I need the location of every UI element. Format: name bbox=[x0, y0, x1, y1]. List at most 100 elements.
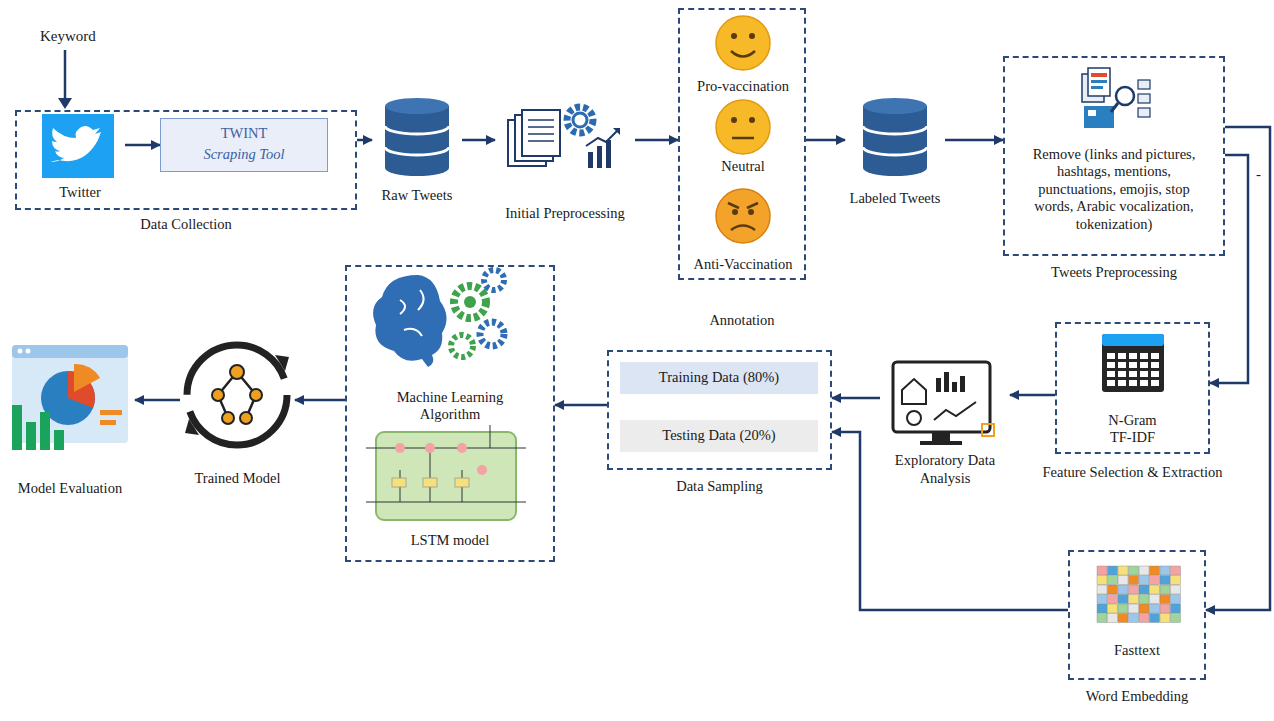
smiley-angry bbox=[748, 209, 754, 215]
trained-model-icon bbox=[212, 389, 224, 401]
monitor-icon bbox=[936, 378, 941, 392]
embedding-grid bbox=[1097, 566, 1107, 575]
document-icon bbox=[1088, 110, 1096, 116]
lstm-cell bbox=[477, 465, 487, 475]
lstm-cell bbox=[425, 443, 435, 453]
monitor-icon bbox=[893, 362, 994, 445]
smiley-angry bbox=[731, 226, 755, 231]
monitor-icon bbox=[960, 376, 965, 392]
preprocessing-icon bbox=[586, 130, 618, 146]
flow-arrow bbox=[832, 397, 880, 400]
preprocessing-icon bbox=[597, 146, 602, 168]
trained-model-icon bbox=[250, 389, 262, 401]
evaluation-icon bbox=[18, 349, 23, 354]
preprocessing-icon bbox=[567, 107, 593, 133]
embedding-grid bbox=[1108, 566, 1118, 575]
flow-arrow bbox=[462, 139, 495, 142]
lstm-cell bbox=[457, 443, 467, 453]
embedding-grid bbox=[1150, 576, 1160, 585]
monitor-icon bbox=[934, 402, 976, 420]
split-band: Training Data (80%) bbox=[620, 362, 818, 394]
embedding-grid bbox=[1097, 604, 1107, 613]
brain-icon bbox=[373, 275, 446, 367]
process-node: Initial Preprocessing bbox=[495, 95, 635, 225]
embedding-grid bbox=[1171, 614, 1181, 623]
twitter-icon bbox=[42, 114, 114, 178]
document-icon bbox=[1116, 87, 1134, 105]
monitor-icon bbox=[944, 372, 949, 392]
smiley-happy bbox=[716, 16, 770, 70]
split-band: Testing Data (20%) bbox=[620, 420, 818, 452]
feature-box: N-Gram TF-IDFFeature Selection & Extract… bbox=[1055, 322, 1210, 454]
embedding-grid bbox=[1139, 585, 1149, 594]
document-icon bbox=[1138, 94, 1150, 103]
embedding-grid bbox=[1139, 614, 1149, 623]
smiley-neutral bbox=[749, 117, 755, 123]
node-label: Exploratory Data Analysis bbox=[880, 452, 1010, 487]
twitter-icon bbox=[50, 126, 101, 162]
monitor-icon bbox=[920, 441, 962, 445]
illustration bbox=[863, 98, 927, 176]
evaluation-icon bbox=[54, 430, 64, 450]
embedding-grid bbox=[1150, 566, 1160, 575]
embedding-grid bbox=[1160, 566, 1170, 575]
flow-arrow bbox=[555, 404, 607, 407]
collection-group: Data CollectionTwitterTWINTScraping Tool bbox=[15, 110, 357, 210]
smiley-neutral bbox=[731, 117, 737, 123]
node-label: Machine Learning Algorithm bbox=[367, 389, 533, 424]
embedding-grid bbox=[1108, 585, 1118, 594]
trained-model-icon bbox=[222, 412, 234, 424]
node-label: Fasttext bbox=[1070, 642, 1204, 659]
analysis-node: Exploratory Data Analysis bbox=[880, 355, 1010, 490]
lstm-cell bbox=[455, 478, 469, 487]
smiley-neutral bbox=[732, 137, 754, 140]
model-group: Machine Learning AlgorithmLSTM model bbox=[345, 265, 555, 562]
node-label: Model Evaluation bbox=[5, 480, 135, 497]
node-label: Trained Model bbox=[180, 470, 295, 487]
node-label: N-Gram TF-IDF bbox=[1097, 412, 1168, 447]
embedding-grid bbox=[1150, 595, 1160, 604]
embedding-grid bbox=[1108, 595, 1118, 604]
embedding-grid bbox=[1139, 576, 1149, 585]
embedding-grid bbox=[1160, 576, 1170, 585]
preprocessing-box: Remove (links and pictures, hashtags, me… bbox=[1003, 56, 1225, 256]
node-heading: Data Sampling bbox=[579, 478, 860, 495]
lstm-cell bbox=[423, 478, 437, 487]
embedding-grid bbox=[1139, 595, 1149, 604]
trained-model-icon bbox=[185, 345, 289, 445]
embedding-grid bbox=[1118, 614, 1128, 623]
brain-icon bbox=[373, 270, 504, 367]
embedding-grid bbox=[1097, 595, 1107, 604]
evaluation-icon bbox=[12, 345, 128, 358]
node-label: Scraping Tool bbox=[161, 146, 327, 163]
node-heading: Data Collection bbox=[0, 216, 385, 233]
node-label: Training Data (80%) bbox=[620, 369, 818, 386]
smiley-angry bbox=[716, 189, 770, 243]
trained-model-icon bbox=[187, 345, 287, 445]
smiley-happy bbox=[749, 33, 755, 39]
evaluation-icon bbox=[100, 410, 122, 415]
document-icon bbox=[1091, 80, 1107, 83]
smiley-happy bbox=[731, 51, 755, 57]
document-icon bbox=[1084, 106, 1114, 128]
monitor-icon bbox=[893, 362, 990, 432]
embedding-grid bbox=[1160, 604, 1170, 613]
embedding-box: FasttextWord Embedding bbox=[1068, 550, 1206, 680]
embedding-grid bbox=[1171, 595, 1181, 604]
grid-icon bbox=[1106, 352, 1161, 388]
preprocessing-icon bbox=[528, 140, 554, 142]
evaluation-icon bbox=[74, 364, 100, 392]
model-node: Trained Model bbox=[180, 330, 295, 490]
trained-model-icon bbox=[275, 355, 289, 371]
testing-band bbox=[620, 420, 818, 452]
node-label: TWINT bbox=[161, 125, 327, 142]
sampling-group: Data SamplingTraining Data (80%)Testing … bbox=[607, 350, 832, 470]
embedding-grid bbox=[1108, 614, 1118, 623]
brain-icon bbox=[464, 296, 476, 308]
lstm-cell bbox=[392, 478, 406, 487]
preprocessing-icon bbox=[508, 107, 620, 168]
flow-arrow bbox=[1206, 127, 1270, 610]
grid-icon bbox=[1102, 334, 1164, 392]
